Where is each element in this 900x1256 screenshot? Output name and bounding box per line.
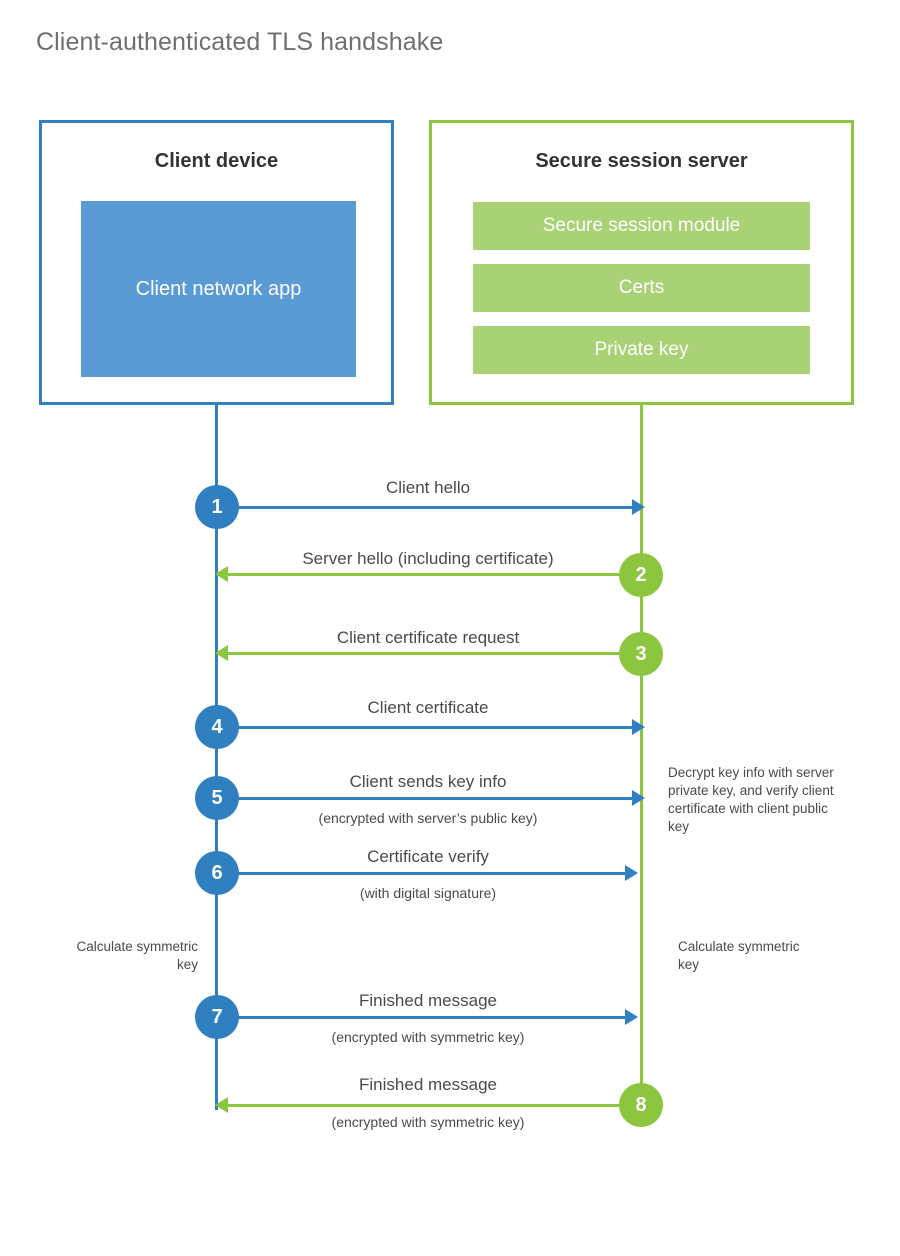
step-1-arrow-head: [632, 499, 645, 515]
step-8-sublabel: (encrypted with symmetric key): [331, 1114, 525, 1130]
step-3-label: Client certificate request: [336, 628, 520, 647]
step-4-arrow-line: [217, 726, 634, 729]
step-7-label: Finished message: [359, 991, 497, 1010]
step-6-marker[interactable]: 6: [195, 851, 239, 895]
step-8-arrow-line: [228, 1104, 620, 1107]
step-7-sublabel: (encrypted with symmetric key): [331, 1029, 525, 1045]
step-5-marker[interactable]: 5: [195, 776, 239, 820]
server-component-private-key: Private key: [473, 326, 810, 374]
step-2-arrow-head: [215, 566, 228, 582]
step-5-arrow-head: [632, 790, 645, 806]
secure-session-server-title: Secure session server: [535, 150, 748, 172]
step-8-arrow-head: [215, 1097, 228, 1113]
page-title: Client-authenticated TLS handshake: [36, 28, 444, 56]
client-lifeline: [215, 405, 218, 1110]
step-4-label: Client certificate: [367, 698, 489, 717]
step-5-sublabel: (encrypted with server’s public key): [318, 810, 538, 826]
step-6-label: Certificate verify: [367, 847, 489, 866]
step-5-label: Client sends key info: [349, 772, 507, 791]
step-8-label: Finished message: [359, 1075, 497, 1094]
step-1-label: Client hello: [385, 478, 471, 497]
step-3-marker[interactable]: 3: [619, 632, 663, 676]
step-7-arrow-line: [217, 1016, 627, 1019]
step-2-marker[interactable]: 2: [619, 553, 663, 597]
client-calculate-symmetric-key-note: Calculate symmetric key: [76, 939, 198, 972]
client-device-box: Client device Client network app: [39, 120, 394, 405]
step-7-arrow-head: [625, 1009, 638, 1025]
step-2-label: Server hello (including certificate): [302, 549, 554, 568]
step-4-marker[interactable]: 4: [195, 705, 239, 749]
step-3-arrow-line: [228, 652, 641, 655]
secure-session-server-box: Secure session server Secure session mod…: [429, 120, 854, 405]
step-3-arrow-head: [215, 645, 228, 661]
step-5-arrow-line: [217, 797, 634, 800]
step-6-arrow-line: [217, 872, 627, 875]
step-6-sublabel: (with digital signature): [359, 885, 497, 901]
server-calculate-symmetric-key-note: Calculate symmetric key: [678, 939, 800, 972]
step-2-arrow-line: [228, 573, 641, 576]
step-1-marker[interactable]: 1: [195, 485, 239, 529]
step-6-arrow-head: [625, 865, 638, 881]
step-7-marker[interactable]: 7: [195, 995, 239, 1039]
server-lifeline: [640, 405, 643, 1107]
server-component-certs: Certs: [473, 264, 810, 312]
client-network-app-block: Client network app: [81, 201, 356, 377]
step-1-arrow-line: [217, 506, 634, 509]
step-4-arrow-head: [632, 719, 645, 735]
server-component-secure-session-module: Secure session module: [473, 202, 810, 250]
step-8-marker[interactable]: 8: [619, 1083, 663, 1127]
client-device-title: Client device: [154, 150, 279, 172]
server-decrypt-note: Decrypt key info with server private key…: [668, 765, 834, 834]
